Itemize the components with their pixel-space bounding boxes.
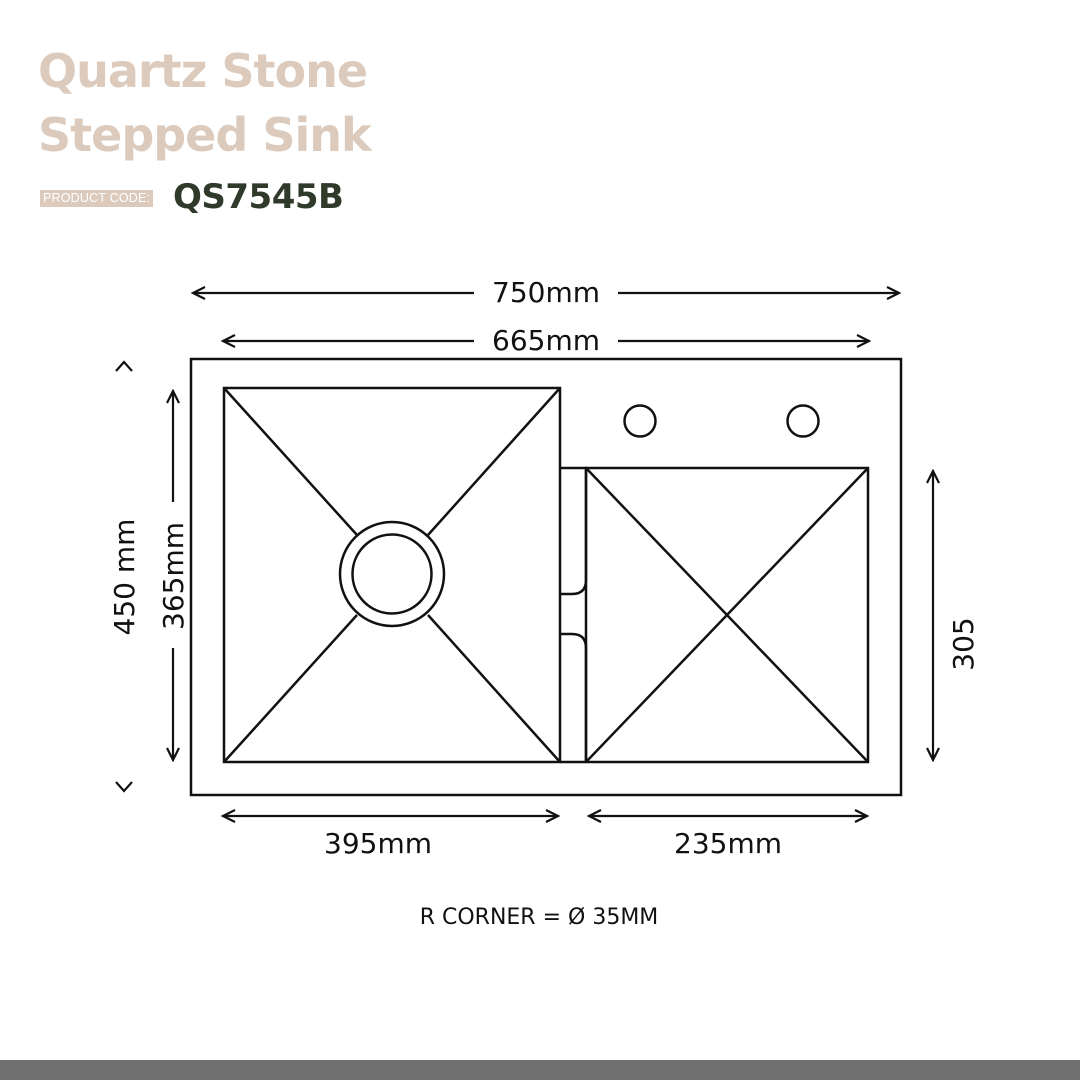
tap-hole bbox=[623, 404, 657, 438]
dim-inner-width: 665mm bbox=[492, 324, 600, 357]
product-code: QS7545B bbox=[173, 177, 344, 217]
dim-large-bowl-width: 395mm bbox=[324, 827, 432, 860]
dim-small-bowl-height: 305 bbox=[947, 617, 980, 670]
large-bowl bbox=[222, 386, 562, 764]
bottom-bar bbox=[0, 1060, 1080, 1080]
large-bowl-diagonal bbox=[427, 614, 561, 763]
large-bowl-diagonal bbox=[427, 387, 561, 536]
dim-overall-width: 750mm bbox=[492, 276, 600, 309]
step-divider bbox=[560, 466, 588, 596]
title-line-2: Stepped Sink bbox=[38, 108, 372, 162]
corner-radius-note: R CORNER = Ø 35MM bbox=[420, 905, 659, 930]
drain-inner-ring bbox=[351, 533, 433, 615]
chevron-up-icon bbox=[115, 360, 133, 372]
dim-large-bowl-height: 365mm bbox=[157, 522, 190, 630]
large-bowl-diagonal bbox=[223, 614, 358, 763]
small-bowl-diagonal bbox=[585, 467, 869, 763]
drain-outer-ring bbox=[338, 520, 446, 628]
title-line-1: Quartz Stone bbox=[38, 44, 368, 98]
dim-small-bowl-width: 235mm bbox=[674, 827, 782, 860]
large-bowl-diagonal bbox=[223, 387, 358, 536]
tap-hole bbox=[786, 404, 820, 438]
step-divider bbox=[560, 632, 588, 762]
sink-outline bbox=[189, 357, 903, 797]
small-bowl bbox=[584, 466, 870, 764]
chevron-down-icon bbox=[115, 781, 133, 793]
dim-overall-height: 450 mm bbox=[108, 519, 141, 636]
product-code-label: PRODUCT CODE: bbox=[40, 190, 154, 207]
